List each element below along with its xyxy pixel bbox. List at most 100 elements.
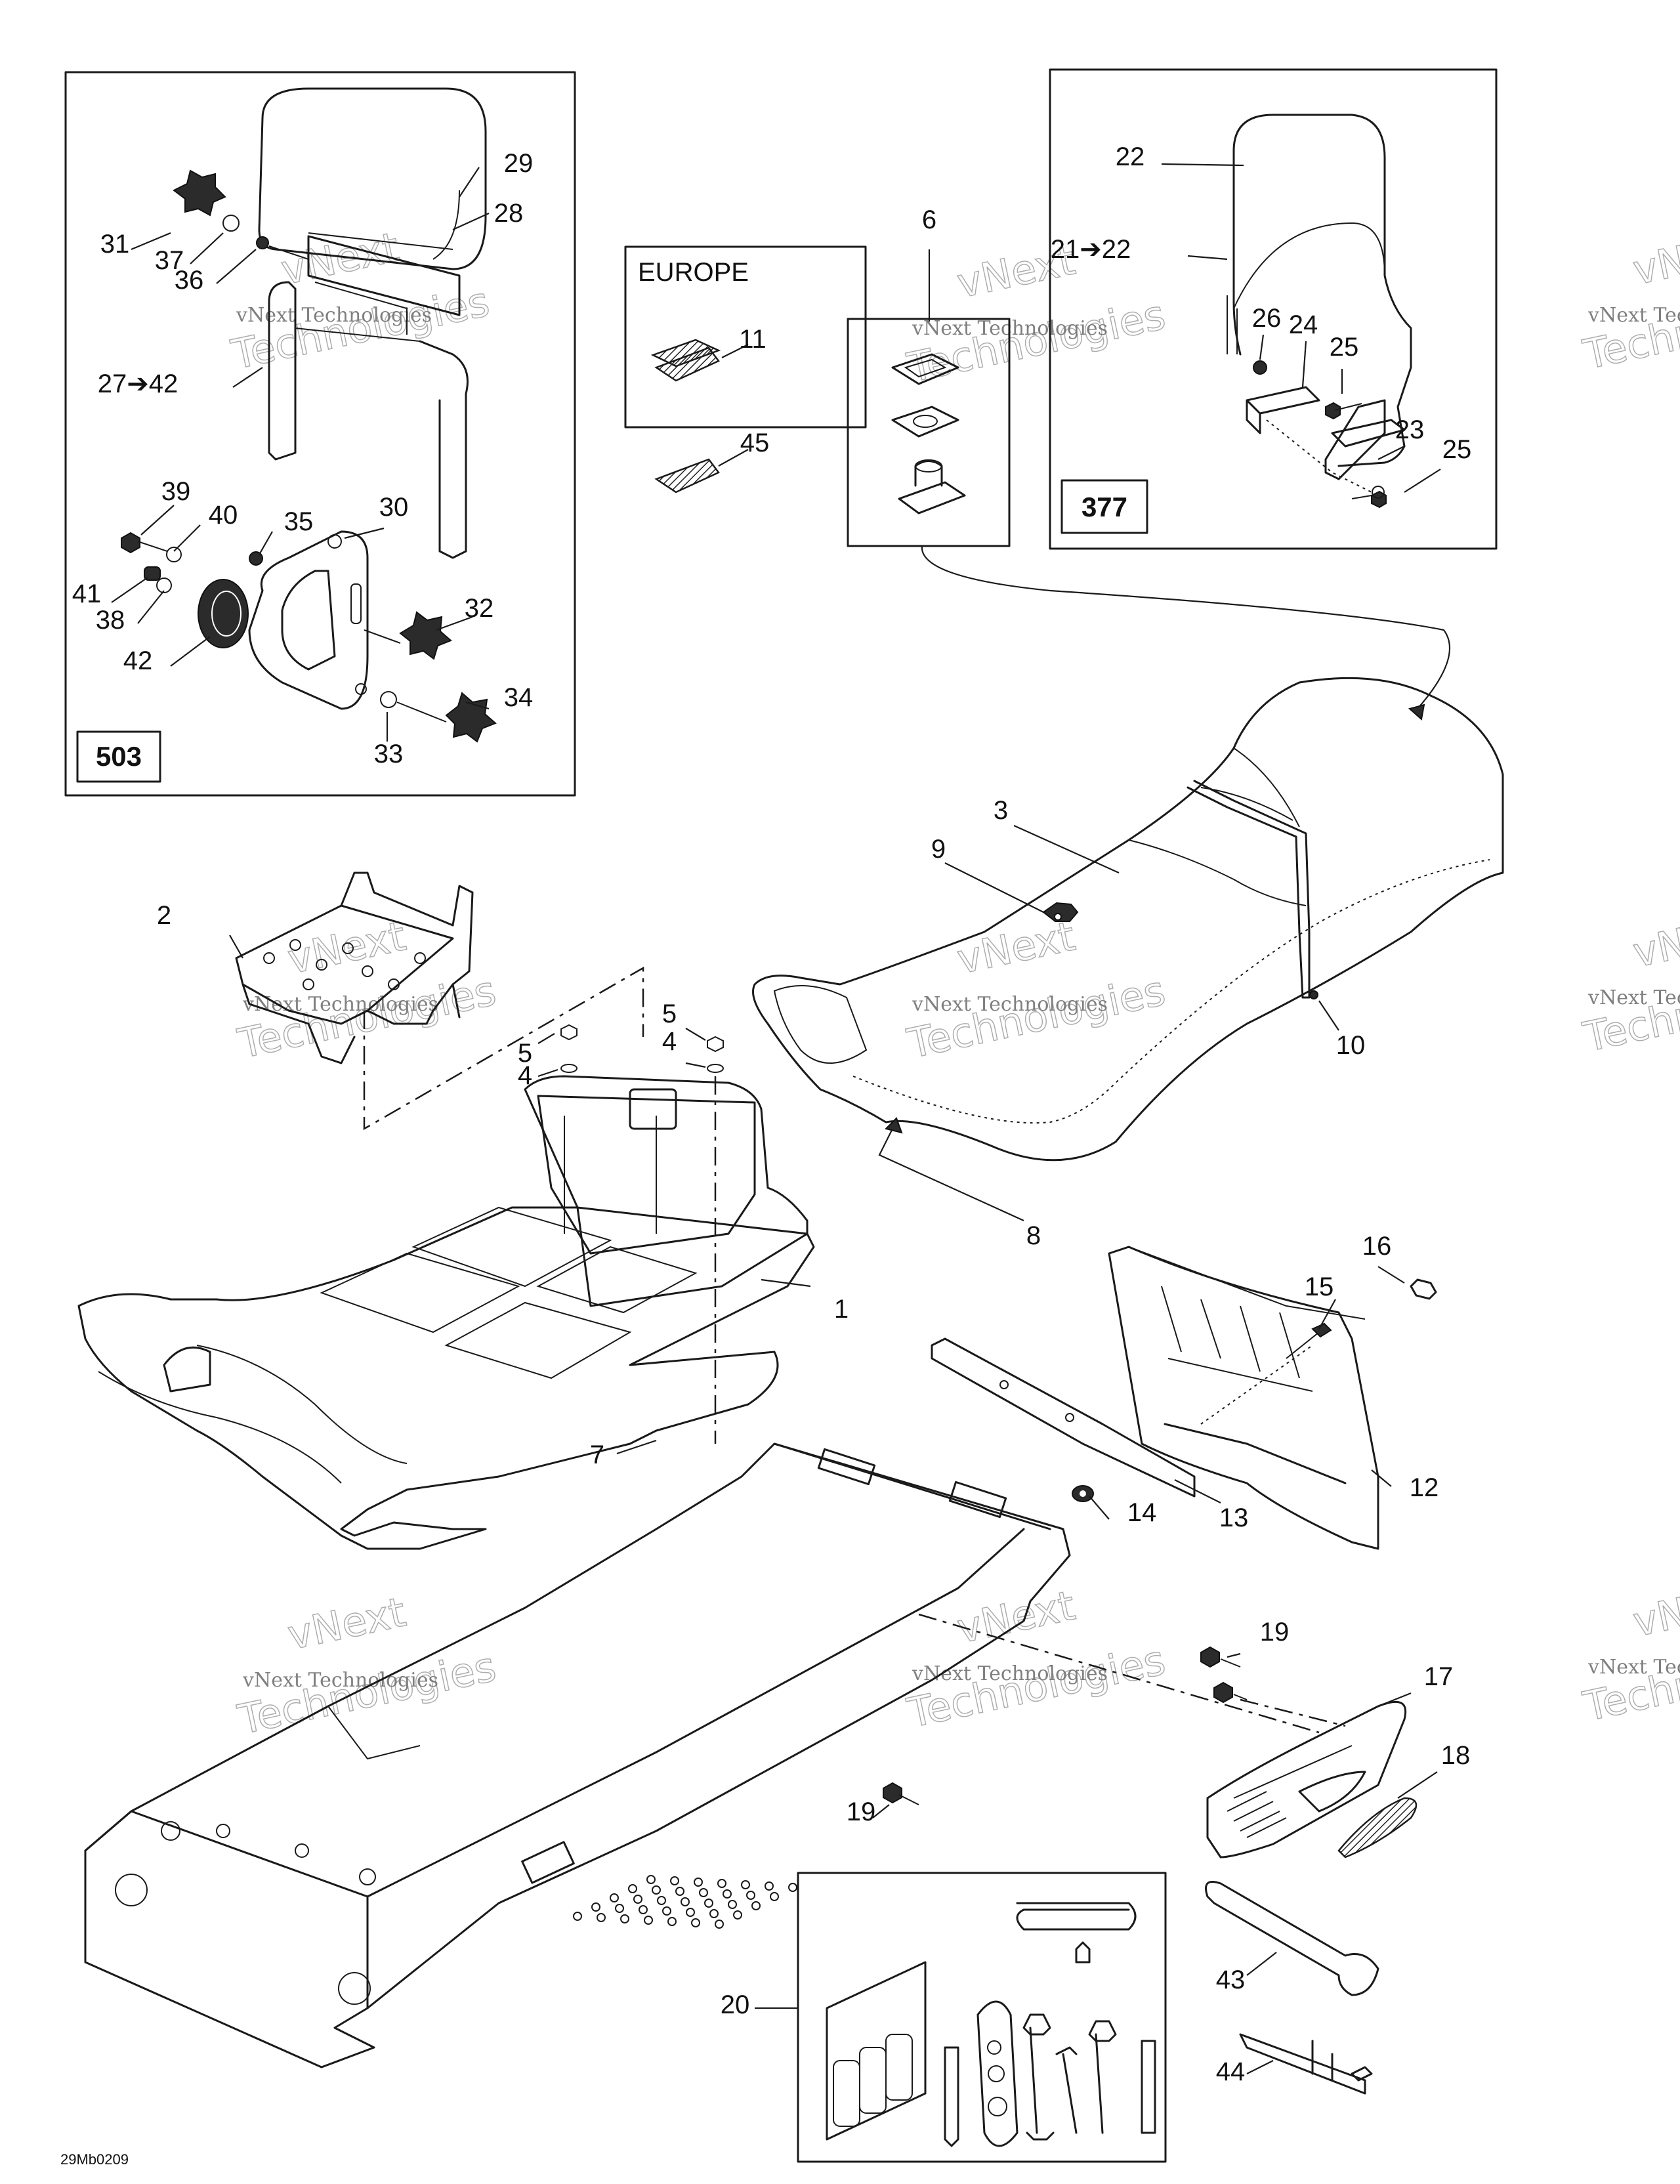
callout-8: 8: [1026, 1221, 1041, 1250]
callout-1: 1: [834, 1295, 849, 1324]
callout-14: 14: [1127, 1498, 1157, 1527]
watermark: vNext vNext Technologies Technologies: [902, 1581, 1169, 1738]
watermark-line: vNext Technologies: [1587, 986, 1680, 1009]
watermark: vNext vNext Technologies Technologies: [902, 912, 1169, 1068]
callout-38: 38: [96, 606, 125, 635]
backrest-kit-box: 503: [64, 71, 576, 797]
callout-28: 28: [494, 199, 524, 228]
callout-18: 18: [1441, 1741, 1471, 1770]
callout-34: 34: [504, 683, 534, 712]
europe-box: EUROPE: [624, 245, 867, 494]
callouts: 1234455678910111213141516171819192021➔22…: [72, 142, 1472, 2086]
callout-33: 33: [374, 740, 404, 768]
tunnel-hole: [717, 1879, 726, 1888]
watermark-word-b: Technologies: [234, 1643, 500, 1744]
tunnel-hole: [681, 1897, 690, 1906]
rack-alignment-line: [363, 966, 644, 1131]
passenger-kit-label: 377: [1082, 492, 1127, 522]
tunnel-hole: [675, 1887, 684, 1896]
callout-10: 10: [1336, 1031, 1366, 1060]
tunnel: [84, 1442, 1071, 2068]
bin-chassis: [77, 1075, 815, 1550]
tunnel-hole: [728, 1900, 737, 1909]
tunnel-hole: [765, 1881, 774, 1891]
callout-13: 13: [1219, 1503, 1249, 1532]
latch-parts-box: [847, 318, 1011, 547]
watermark-word-b: Technologies: [903, 1636, 1169, 1737]
tunnel-hole: [709, 1909, 719, 1918]
tunnel-hole: [591, 1902, 600, 1912]
callout-36: 36: [175, 266, 204, 295]
watermark-word-a: vNext: [953, 1581, 1079, 1652]
tunnel-hole: [746, 1891, 755, 1900]
watermark: vNext vNext Technologies Technologies: [1578, 1574, 1680, 1731]
tunnel-hole: [633, 1895, 642, 1904]
callout-9: 9: [931, 835, 946, 864]
callout-15: 15: [1305, 1272, 1334, 1301]
snowflap-assembly: [931, 1246, 1437, 1550]
tunnel-hole: [610, 1893, 619, 1902]
callout-6: 6: [922, 205, 936, 234]
callout-19a: 19: [1260, 1618, 1290, 1647]
callout-21: 21➔22: [1051, 235, 1131, 264]
callout-40: 40: [209, 501, 238, 530]
leader-lines: [111, 163, 1441, 2074]
callout-27: 27➔42: [98, 369, 178, 398]
tunnel-hole: [751, 1901, 761, 1910]
connector-curve: [921, 545, 1451, 709]
callout-30: 30: [379, 493, 409, 522]
callout-5b: 5: [662, 999, 677, 1028]
tunnel-hole: [699, 1888, 708, 1897]
callout-12: 12: [1410, 1473, 1439, 1502]
callout-23: 23: [1395, 415, 1425, 444]
callout-35: 35: [284, 507, 314, 536]
tunnel-hole: [723, 1889, 732, 1899]
callout-16: 16: [1362, 1232, 1392, 1261]
tunnel-hole: [652, 1885, 661, 1895]
tunnel-hole: [741, 1880, 750, 1889]
callout-45: 45: [740, 429, 770, 457]
watermark: vNext vNext Technologies Technologies: [1578, 905, 1680, 1062]
callout-43: 43: [1216, 1965, 1246, 1994]
callout-19b: 19: [847, 1797, 876, 1826]
watermark-word-a: vNext: [1629, 1574, 1680, 1646]
callout-42: 42: [123, 646, 153, 675]
callout-3: 3: [994, 796, 1008, 825]
callout-5a: 5: [518, 1039, 532, 1068]
tunnel-holes: [573, 1875, 797, 1929]
callout-32: 32: [465, 594, 494, 623]
drawing-number: 29Mb0209: [60, 2151, 129, 2168]
callout-7: 7: [590, 1440, 604, 1469]
watermark-word-b: Technologies: [1579, 1629, 1680, 1731]
callout-25a: 25: [1330, 333, 1359, 362]
tunnel-hole: [686, 1908, 695, 1917]
watermark-word-a: vNext: [953, 912, 1079, 983]
callout-29: 29: [504, 149, 534, 178]
callout-39: 39: [161, 477, 191, 506]
watermark: vNext vNext Technologies Technologies: [233, 1587, 500, 1744]
footrest-assembly: [883, 1613, 1418, 1858]
tunnel-hole: [694, 1878, 703, 1887]
tunnel-hole: [788, 1883, 797, 1892]
watermark: vNext vNext Technologies Technologies: [233, 912, 500, 1068]
watermark-line: vNext Technologies: [912, 1662, 1108, 1685]
tunnel-hole: [639, 1905, 648, 1914]
tunnel-hole: [715, 1920, 724, 1929]
callout-24: 24: [1289, 310, 1318, 339]
callout-31: 31: [100, 230, 130, 259]
europe-label: EUROPE: [638, 258, 749, 287]
callout-22: 22: [1116, 142, 1145, 171]
tunnel-hole: [733, 1910, 742, 1920]
watermark-word-b: Technologies: [903, 291, 1169, 392]
watermark-word-b: Technologies: [1579, 278, 1680, 379]
watermark-word-a: vNext: [284, 1587, 410, 1659]
toolkit-box: [797, 1872, 1167, 2163]
tunnel-hole: [620, 1914, 629, 1923]
tunnel-hole: [644, 1916, 653, 1925]
tunnel-hole: [662, 1906, 671, 1916]
tunnel-hole: [646, 1875, 656, 1884]
callout-25b: 25: [1442, 435, 1472, 464]
watermark-word-b: Technologies: [903, 967, 1169, 1068]
nuts-washers: [560, 1024, 724, 1073]
